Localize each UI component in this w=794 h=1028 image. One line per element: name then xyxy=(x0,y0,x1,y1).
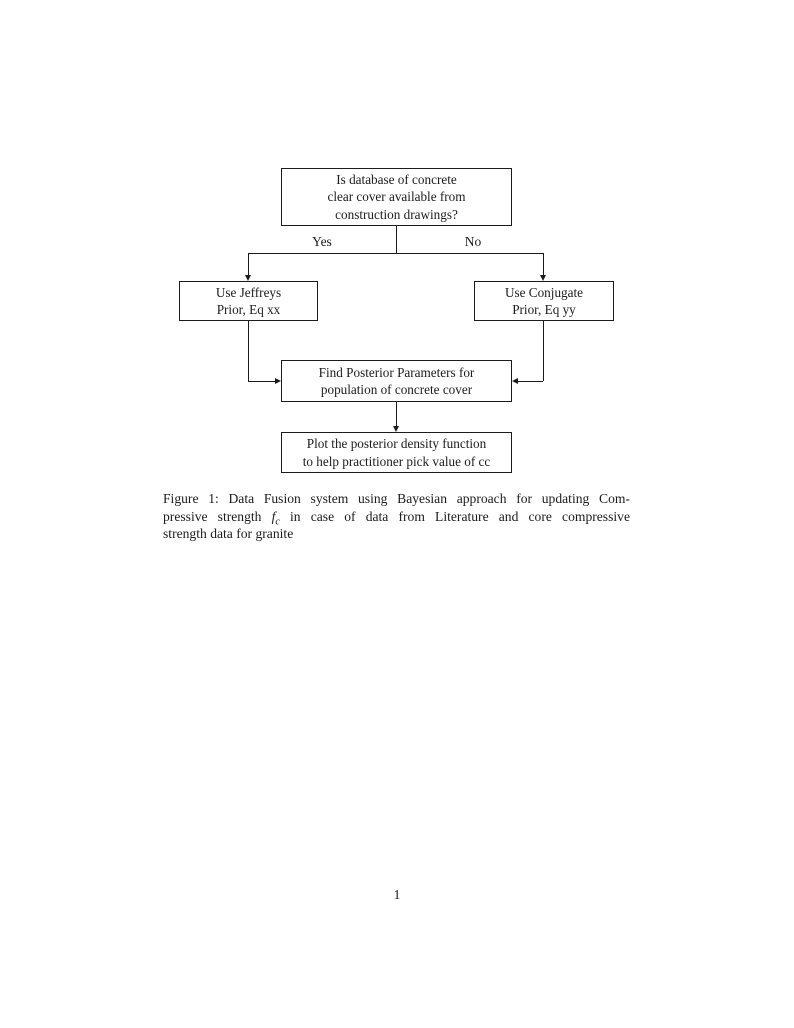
arrowhead-down-yes xyxy=(244,275,251,281)
caption-line-2-text-cont: in case of data from Literature and core… xyxy=(279,508,630,524)
caption-line-3: strength data for granite xyxy=(163,526,294,542)
node-text-line: Use Conjugate xyxy=(504,284,583,300)
branch-label-yes: Yes xyxy=(312,234,332,249)
node-text-line: Is database of concrete xyxy=(336,171,457,187)
flowchart-node-conjugate-prior: Use Conjugate Prior, Eq yy xyxy=(474,281,614,321)
figure-caption: Figure 1: Data Fusion system using Bayes… xyxy=(163,490,630,543)
node-text-line: construction drawings? xyxy=(335,206,458,222)
flowchart-node-posterior-parameters: Find Posterior Parameters for population… xyxy=(281,360,512,402)
flowchart-node-jeffreys-prior: Use Jeffreys Prior, Eq xx xyxy=(179,281,318,321)
arrowhead-down-no xyxy=(539,275,546,281)
arrowhead-right-jeffreys xyxy=(275,377,281,384)
node-text-line: Use Jeffreys xyxy=(215,284,282,300)
node-text-line: Find Posterior Parameters for xyxy=(318,364,475,380)
connector-branch-horizontal xyxy=(248,253,544,254)
page-number: 1 xyxy=(393,887,401,902)
node-text-line: clear cover available from xyxy=(327,189,466,205)
node-text-line: Prior, Eq yy xyxy=(512,302,576,317)
connector-jeffreys-down xyxy=(248,321,249,381)
node-text-line: to help practitioner pick value of cc xyxy=(302,453,491,469)
caption-math-symbol: f xyxy=(271,508,276,524)
flowchart-node-plot-density: Plot the posterior density function to h… xyxy=(281,432,512,473)
flowchart-node-question: Is database of concrete clear cover avai… xyxy=(281,168,512,226)
arrowhead-down-plot xyxy=(392,426,399,432)
caption-line-1: Figure 1: Data Fusion system using Bayes… xyxy=(163,491,630,506)
caption-line-2: pressive strength fc in case of data fro… xyxy=(163,508,630,528)
caption-line-2-text: pressive strength xyxy=(163,508,272,524)
connector-question-stem xyxy=(396,226,397,253)
connector-yes-drop xyxy=(248,253,249,276)
node-text-line: Prior, Eq xx xyxy=(216,302,281,317)
connector-posterior-down xyxy=(396,402,397,426)
branch-label-no: No xyxy=(464,234,482,249)
connector-conjugate-into-posterior xyxy=(517,381,543,382)
node-text-line: Plot the posterior density function xyxy=(306,436,487,452)
connector-conjugate-down xyxy=(543,321,544,381)
caption-math-subscript: c xyxy=(275,516,280,528)
connector-no-drop xyxy=(543,253,544,276)
node-text-line: population of concrete cover xyxy=(320,382,473,397)
connector-jeffreys-into-posterior xyxy=(248,381,275,382)
arrowhead-left-conjugate xyxy=(512,377,518,384)
